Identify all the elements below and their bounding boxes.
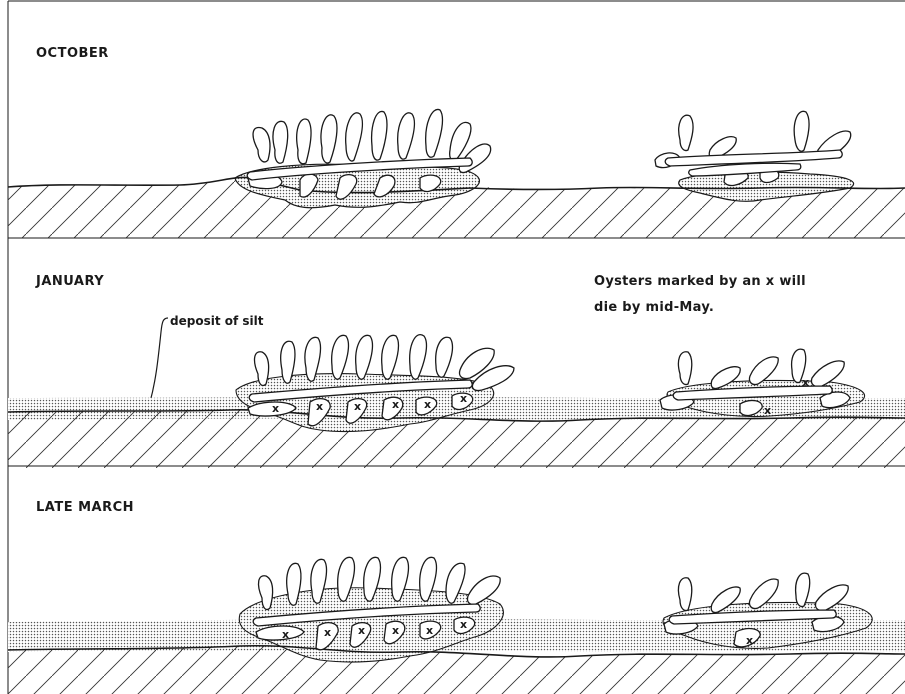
silt-leader-line [150, 318, 168, 402]
death-x-mark: x [764, 404, 771, 417]
note-line-2: die by mid-May. [594, 300, 714, 315]
oyster [678, 352, 691, 385]
panel-january: JANUARY Oysters marked by an x will die … [8, 274, 905, 468]
death-x-mark: x [424, 398, 431, 411]
panel-title-january: JANUARY [35, 274, 104, 289]
oyster [679, 115, 693, 150]
oyster [332, 335, 349, 379]
oyster [811, 361, 844, 387]
oyster [255, 352, 269, 386]
death-x-mark: x [460, 618, 467, 631]
oyster [467, 576, 500, 605]
oyster [796, 573, 810, 606]
oyster [356, 335, 373, 379]
death-x-mark: x [392, 398, 399, 411]
oyster [436, 337, 453, 377]
death-x-mark: x [358, 624, 365, 637]
silt-deposit-label: deposit of silt [170, 314, 264, 328]
death-x-mark: x [354, 400, 361, 413]
oyster [678, 578, 691, 611]
oyster [297, 119, 311, 164]
death-x-mark: x [802, 376, 809, 389]
oyster [410, 335, 427, 380]
oyster [253, 127, 270, 161]
oyster [273, 121, 288, 163]
oyster [346, 113, 363, 161]
death-x-mark: x [282, 628, 289, 641]
panel-title-october: OCTOBER [36, 46, 109, 61]
death-x-mark: x [426, 624, 433, 637]
note-line-1: Oysters marked by an x will [594, 274, 806, 289]
oyster [382, 335, 399, 379]
death-x-mark: x [460, 392, 467, 405]
death-x-mark: x [392, 624, 399, 637]
oyster [794, 111, 809, 151]
death-x-mark: x [746, 634, 753, 647]
oyster [426, 109, 443, 157]
oyster [398, 113, 415, 159]
oyster [372, 111, 387, 160]
panel-title-late-march: LATE MARCH [36, 500, 134, 515]
death-x-mark: x [316, 400, 323, 413]
oyster [321, 115, 337, 163]
death-x-mark: x [324, 626, 331, 639]
panel-late-march: LATE MARCH x x [8, 500, 905, 694]
panel-october: OCTOBER [8, 46, 905, 238]
death-x-mark: x [272, 402, 279, 415]
